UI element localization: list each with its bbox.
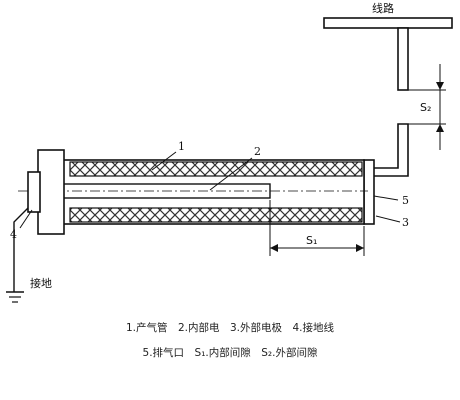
callout-5: 5 — [402, 194, 409, 207]
callout-leaders — [19, 151, 401, 229]
external-electrode — [371, 123, 409, 177]
line-conductor — [323, 17, 453, 91]
callout-4: 4 — [10, 228, 17, 241]
legend-row-1: 1.产气管 2.内部电 3.外部电极 4.接地线 — [125, 322, 335, 334]
line-label: 线路 — [372, 1, 394, 15]
internal-gap-label: S₁ — [306, 234, 317, 247]
external-gap-label: S₂ — [420, 101, 431, 114]
internal-gap-dimension — [269, 200, 365, 256]
callout-3: 3 — [402, 216, 409, 229]
callout-2: 2 — [254, 145, 261, 158]
ground-wire — [6, 207, 29, 303]
external-electrode-plate — [363, 159, 375, 225]
end-cap — [27, 149, 65, 235]
legend-row-2: 5.排气口 S₁.内部间隙 S₂.外部间隙 — [142, 347, 318, 359]
external-gap-dimension — [408, 64, 446, 150]
ground-label: 接地 — [30, 277, 52, 290]
callout-1: 1 — [178, 140, 185, 153]
